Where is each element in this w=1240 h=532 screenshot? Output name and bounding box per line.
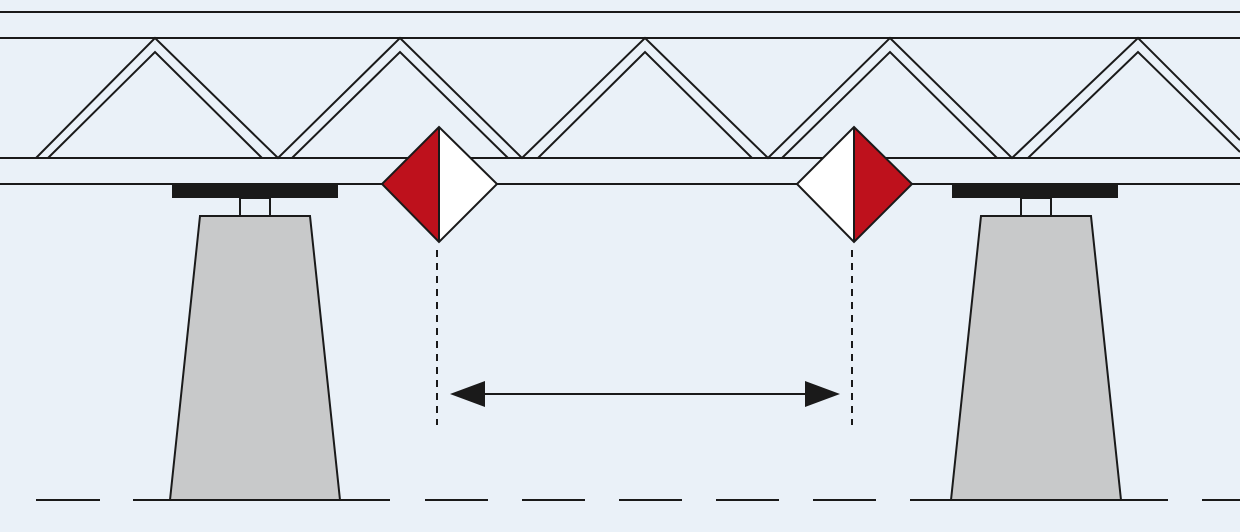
navigation-channel-width-arrow [450,381,840,407]
left-bearing-post [239,197,271,217]
left-marker-red-half [382,127,439,242]
right-bearing-post [1020,197,1052,217]
left-pier [168,184,342,501]
dimension-arrow-right-head [805,381,840,407]
dimension-arrow-left-head [450,381,485,407]
right-bearing-plate [952,184,1118,198]
right-fairway-marker [795,125,914,244]
right-marker-white-half [797,127,854,242]
right-marker-red-half [854,127,912,242]
right-pier-column [949,215,1123,501]
left-fairway-marker [380,125,499,244]
truss-diagonals-inner [47,50,1240,159]
left-pier-column [168,215,342,501]
truss-diagonals-outer [35,36,1240,160]
left-bearing-plate [172,184,338,198]
left-marker-white-half [439,127,497,242]
